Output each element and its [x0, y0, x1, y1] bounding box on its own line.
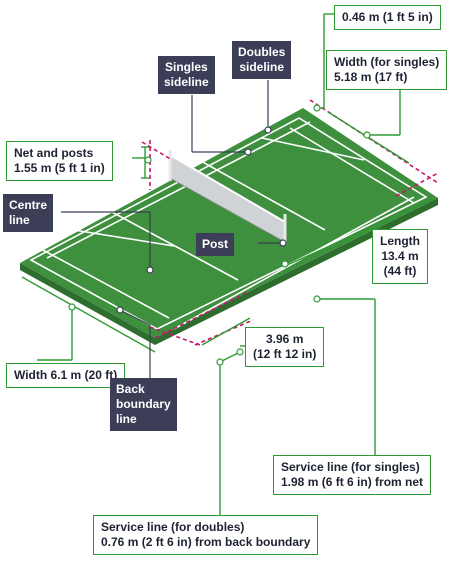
width-doubles-label: Width 6.1 m (20 ft): [6, 363, 126, 388]
length-value-m: 13.4 m: [381, 249, 419, 263]
service-doubles-title: Service line (for doubles): [101, 520, 245, 534]
service-doubles-value: 0.76 m (2 ft 6 in) from back boundary: [101, 535, 311, 549]
centre-line-far: [261, 137, 365, 161]
width-singles-value: 5.18 m (17 ft): [334, 70, 408, 84]
tag-leaders: [61, 80, 283, 378]
net-tape: [169, 154, 286, 223]
gap-value: 0.46 m (1 ft 5 in): [342, 10, 433, 24]
back-service-line-near: [40, 248, 170, 319]
back-boundary-word3: line: [116, 412, 137, 426]
length-title: Length: [380, 234, 420, 248]
singles-sideline-tag: Singles sideline: [158, 56, 215, 94]
length-value-ft: (44 ft): [383, 264, 417, 278]
net-posts-title: Net and posts: [14, 146, 94, 160]
back-boundary-word2: boundary: [116, 397, 171, 411]
singles-sideline-far: [173, 196, 415, 330]
short-service-line-far: [198, 159, 326, 231]
marker-dots: [68, 104, 371, 366]
court-surface: [20, 108, 438, 338]
net-posts-label: Net and posts 1.55 m (5 ft 1 in): [6, 141, 113, 181]
tag-dots: [116, 126, 287, 314]
net: [168, 150, 287, 245]
gap-label: 0.46 m (1 ft 5 in): [334, 5, 441, 30]
width-doubles-value: Width 6.1 m (20 ft): [14, 368, 118, 382]
service-doubles-label: Service line (for doubles) 0.76 m (2 ft …: [93, 515, 319, 555]
length-label: Length 13.4 m (44 ft): [372, 229, 428, 284]
doubles-sideline-word2: sideline: [239, 60, 285, 74]
back-boundary-word1: Back: [116, 382, 145, 396]
centre-line-tag: Centre line: [3, 194, 54, 232]
centre-line-word1: Centre: [9, 198, 48, 212]
short-service-value-ft: (12 ft 12 in): [253, 347, 317, 361]
singles-sideline-near: [46, 121, 311, 259]
court-lines: [29, 117, 428, 330]
service-singles-title: Service line (for singles): [281, 460, 420, 474]
net-posts-value: 1.55 m (5 ft 1 in): [14, 161, 105, 175]
doubles-sideline-word1: Doubles: [238, 45, 286, 59]
post-tag: Post: [196, 233, 235, 256]
back-boundary-tag: Back boundary line: [110, 378, 177, 431]
service-singles-label: Service line (for singles) 1.98 m (6 ft …: [273, 455, 432, 495]
short-service-value-m: 3.96 m: [266, 332, 304, 346]
width-singles-label: Width (for singles) 5.18 m (17 ft): [326, 50, 448, 90]
short-service-label: 3.96 m (12 ft 12 in): [245, 327, 325, 367]
back-service-line-far: [289, 127, 415, 204]
singles-sideline-word1: Singles: [165, 60, 208, 74]
centre-line-word2: line: [9, 213, 30, 227]
singles-sideline-word2: sideline: [164, 75, 209, 89]
doubles-sideline-tag: Doubles sideline: [232, 41, 292, 79]
post-word: Post: [202, 237, 229, 251]
service-singles-value: 1.98 m (6 ft 6 in) from net: [281, 475, 424, 489]
width-singles-title: Width (for singles): [334, 55, 440, 69]
centre-line-near: [73, 229, 175, 247]
